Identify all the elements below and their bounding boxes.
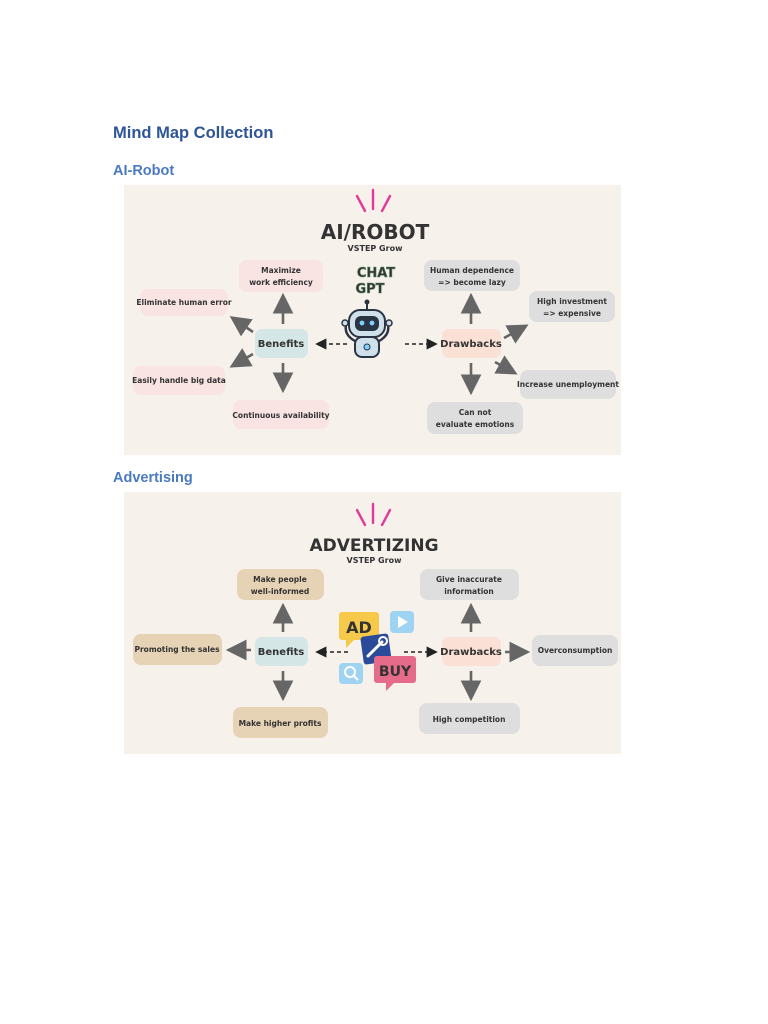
section-heading-ai-robot: AI-Robot [113, 163, 175, 179]
svg-text:Give inaccurate: Give inaccurate [436, 575, 502, 584]
svg-text:High investment: High investment [537, 297, 607, 306]
chatgpt-logo-line2: GPT [355, 282, 384, 297]
drawbacks-arrows [460, 292, 529, 396]
benefits-arrows [225, 602, 294, 702]
advertising-icon: AD BUY [339, 611, 416, 691]
ai-robot-mind-map: AI/ROBOT VSTEP Grow CHAT GPT Benefits Dr… [124, 185, 621, 455]
advertising-mind-map-graphic: ADVERTIZING VSTEP Grow AD BUY Benefits D… [133, 502, 618, 738]
map-title: ADVERTIZING [309, 536, 438, 556]
benefits-arrows [229, 292, 294, 394]
map-subtitle: VSTEP Grow [348, 244, 404, 253]
svg-text:=> become lazy: => become lazy [438, 278, 506, 287]
svg-text:Eliminate human error: Eliminate human error [136, 298, 231, 307]
svg-text:evaluate emotions: evaluate emotions [436, 420, 515, 429]
svg-text:Continuous availability: Continuous availability [232, 411, 329, 420]
svg-text:Make people: Make people [253, 575, 307, 584]
svg-text:Increase unemployment: Increase unemployment [517, 380, 619, 389]
drawbacks-hub [442, 637, 501, 666]
section-heading-advertising: Advertising [113, 470, 193, 486]
svg-text:Overconsumption: Overconsumption [538, 646, 613, 655]
svg-text:High competition: High competition [433, 715, 506, 724]
benefit-make-people-well-informed: Make people well-informed [237, 569, 324, 600]
benefit-make-higher-profits: Make higher profits [233, 707, 328, 738]
benefit-promoting-the-sales: Promoting the sales [133, 634, 222, 665]
drawback-high-investment: High investment => expensive [529, 291, 615, 322]
robot-icon [341, 299, 393, 358]
map-subtitle: VSTEP Grow [347, 556, 403, 565]
benefit-easily-handle-big-data: Easily handle big data [132, 366, 226, 395]
drawback-high-competition: High competition [419, 703, 520, 734]
svg-text:Promoting the sales: Promoting the sales [134, 645, 220, 654]
svg-text:work efficiency: work efficiency [249, 278, 313, 287]
benefit-eliminate-human-error: Eliminate human error [136, 289, 232, 316]
page-title: Mind Map Collection [113, 124, 274, 142]
svg-text:Human dependence: Human dependence [430, 266, 514, 275]
benefits-hub [255, 329, 308, 358]
svg-text:Easily handle big data: Easily handle big data [132, 376, 226, 385]
map-title: AI/ROBOT [321, 220, 430, 244]
drawback-increase-unemployment: Increase unemployment [517, 370, 619, 399]
play-icon [398, 616, 408, 628]
drawbacks-hub [442, 329, 501, 358]
drawback-can-not-evaluate-emotions: Can not evaluate emotions [427, 402, 523, 434]
svg-text:Maximize: Maximize [261, 266, 301, 275]
svg-text:well-informed: well-informed [251, 587, 310, 596]
benefits-label: Benefits [258, 647, 304, 658]
ad-icon-text: AD [346, 618, 372, 637]
ai-robot-mind-map-graphic: AI/ROBOT VSTEP Grow CHAT GPT Benefits Dr… [132, 188, 619, 434]
drawback-overconsumption: Overconsumption [532, 635, 618, 666]
chatgpt-logo-line1: CHAT [357, 266, 395, 281]
drawbacks-arrows [460, 602, 531, 702]
drawbacks-label: Drawbacks [440, 647, 502, 658]
svg-text:Can not: Can not [459, 408, 492, 417]
spark-icon [355, 502, 392, 527]
svg-text:Make higher profits: Make higher profits [239, 719, 322, 728]
spark-icon [355, 188, 392, 213]
svg-text:=> expensive: => expensive [543, 309, 601, 318]
buy-icon-text: BUY [379, 664, 412, 680]
benefits-label: Benefits [258, 339, 304, 350]
benefits-hub [255, 637, 308, 666]
advertising-mind-map: ADVERTIZING VSTEP Grow AD BUY Benefits D… [124, 492, 621, 754]
search-icon [344, 666, 356, 678]
benefit-maximize-work-efficiency: Maximize work efficiency [239, 260, 323, 292]
drawbacks-label: Drawbacks [440, 339, 502, 350]
drawback-human-dependence: Human dependence => become lazy [424, 260, 520, 291]
svg-text:information: information [444, 587, 494, 596]
drawback-give-inaccurate-information: Give inaccurate information [420, 569, 519, 600]
benefit-continuous-availability: Continuous availability [232, 400, 330, 429]
